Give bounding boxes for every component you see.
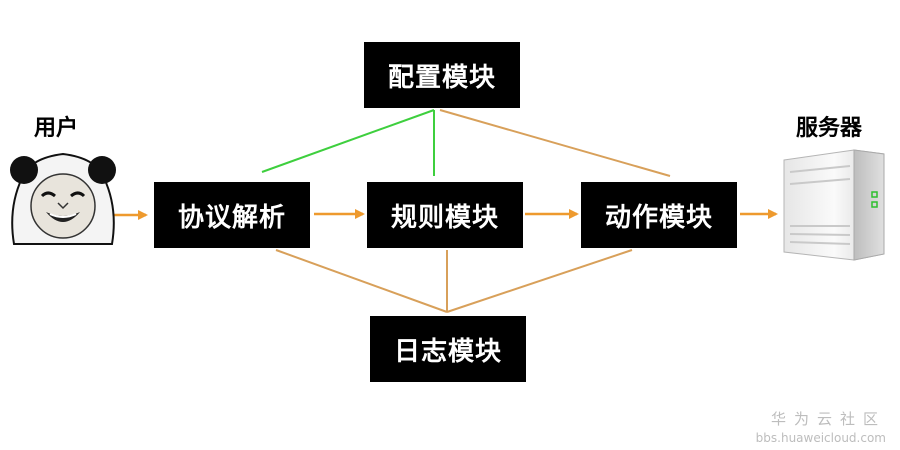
user-label: 用户 <box>34 116 79 141</box>
watermark-title: 华为云社区 <box>770 410 886 428</box>
server-label: 服务器 <box>796 116 863 141</box>
protocol-parser-box: 协议解析 <box>154 182 310 248</box>
server-tower-icon <box>783 149 885 261</box>
config-module-box: 配置模块 <box>364 42 520 108</box>
panda-meme-face-icon <box>10 152 116 245</box>
link-config-action <box>439 109 671 177</box>
link-parser-log <box>275 249 448 313</box>
watermark: 华为云社区 bbs.huaweicloud.com <box>756 408 886 445</box>
link-config-parser <box>261 109 435 173</box>
rules-module-box: 规则模块 <box>367 182 523 248</box>
link-action-log <box>446 249 633 313</box>
action-module-box: 动作模块 <box>581 182 737 248</box>
log-module-box: 日志模块 <box>370 316 526 382</box>
watermark-url: bbs.huaweicloud.com <box>755 431 886 445</box>
